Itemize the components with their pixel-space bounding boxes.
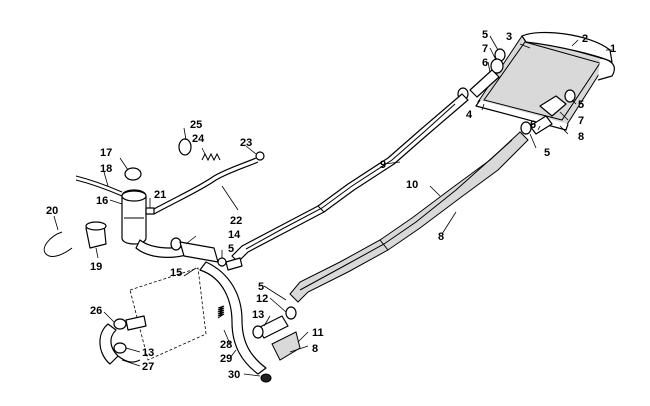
hook-20 — [43, 231, 73, 257]
callout-30: 30 — [228, 369, 240, 381]
callout-13-left: 13 — [142, 347, 154, 359]
callout-5-mid: 5 — [228, 243, 234, 255]
shroud-11 — [271, 331, 301, 361]
elbow-hose-14 — [135, 237, 191, 258]
spring-28 — [217, 305, 225, 319]
callout-3: 3 — [506, 31, 512, 43]
radiator-fitting — [125, 315, 147, 331]
reservoir-cap-17 — [124, 167, 142, 181]
callout-20: 20 — [46, 205, 58, 217]
callout-5-right: 5 — [578, 99, 584, 111]
callout-26: 26 — [90, 305, 102, 317]
callout-19: 19 — [90, 261, 102, 273]
spring-24 — [201, 152, 221, 162]
coolant-reservoir-16 — [121, 189, 147, 245]
callout-7-right: 7 — [578, 115, 584, 127]
callout-17: 17 — [100, 147, 112, 159]
clamp-7-top — [490, 58, 504, 74]
clamp-5-mid — [217, 257, 227, 267]
hose-15 — [179, 241, 219, 263]
callout-27: 27 — [142, 361, 154, 373]
heat-exchanger — [475, 31, 615, 131]
callout-8-bottom: 8 — [312, 343, 318, 355]
leader-lines — [53, 35, 612, 377]
callout-5-top: 5 — [482, 29, 488, 41]
overflow-tube-18 — [75, 175, 123, 197]
bracket-7-right — [539, 95, 567, 117]
callout-6-right: 6 — [530, 119, 536, 131]
tube-connector — [225, 257, 243, 271]
radiator-outline — [129, 267, 207, 361]
callout-9: 9 — [380, 159, 386, 171]
callout-5-lower-right: 5 — [544, 147, 550, 159]
clamp-12 — [285, 306, 297, 320]
clamp-13-lower-left — [113, 342, 127, 354]
callout-23: 23 — [240, 137, 252, 149]
callout-6-top: 6 — [482, 57, 488, 69]
callout-16: 16 — [96, 195, 108, 207]
callout-25: 25 — [190, 119, 202, 131]
callout-7-top: 7 — [482, 43, 488, 55]
callout-12: 12 — [256, 293, 268, 305]
callout-28: 28 — [220, 339, 232, 351]
callout-18: 18 — [100, 163, 112, 175]
callout-8-mid: 8 — [438, 231, 444, 243]
callout-1: 1 — [610, 43, 616, 55]
callout-29: 29 — [220, 353, 232, 365]
bracket-19 — [85, 221, 107, 249]
callout-10: 10 — [406, 179, 418, 191]
callout-22: 22 — [230, 215, 242, 227]
clamp-5-lower — [520, 121, 532, 135]
cooler-tube-10 — [289, 131, 529, 303]
callout-24: 24 — [192, 133, 205, 145]
callout-5-bottom: 5 — [258, 281, 264, 293]
callout-13-right: 13 — [252, 309, 264, 321]
hose-6-top — [469, 69, 500, 98]
callout-8-right: 8 — [578, 131, 584, 143]
fitting-21 — [145, 207, 155, 215]
callout-15: 15 — [170, 267, 182, 279]
callout-21: 21 — [154, 189, 166, 201]
callout-14: 14 — [228, 229, 241, 241]
callout-11: 11 — [312, 327, 324, 339]
clamp-26 — [113, 318, 127, 330]
clamp-23 — [255, 151, 265, 161]
hose-13 — [252, 315, 289, 339]
callout-2: 2 — [582, 33, 588, 45]
hose-27 — [99, 323, 141, 365]
hose-29 — [199, 261, 267, 375]
cooler-tube-9 — [231, 93, 469, 263]
clamp-25 — [178, 138, 192, 156]
callout-labels: 1 2 3 4 5 5 5 5 5 6 6 7 7 8 8 8 9 10 11 … — [46, 29, 616, 381]
hose-6-right — [529, 115, 553, 135]
clamp-30 — [260, 373, 272, 383]
callout-4: 4 — [466, 109, 473, 121]
coolant-hose-22 — [151, 157, 259, 215]
clamp-5-right — [564, 89, 576, 103]
